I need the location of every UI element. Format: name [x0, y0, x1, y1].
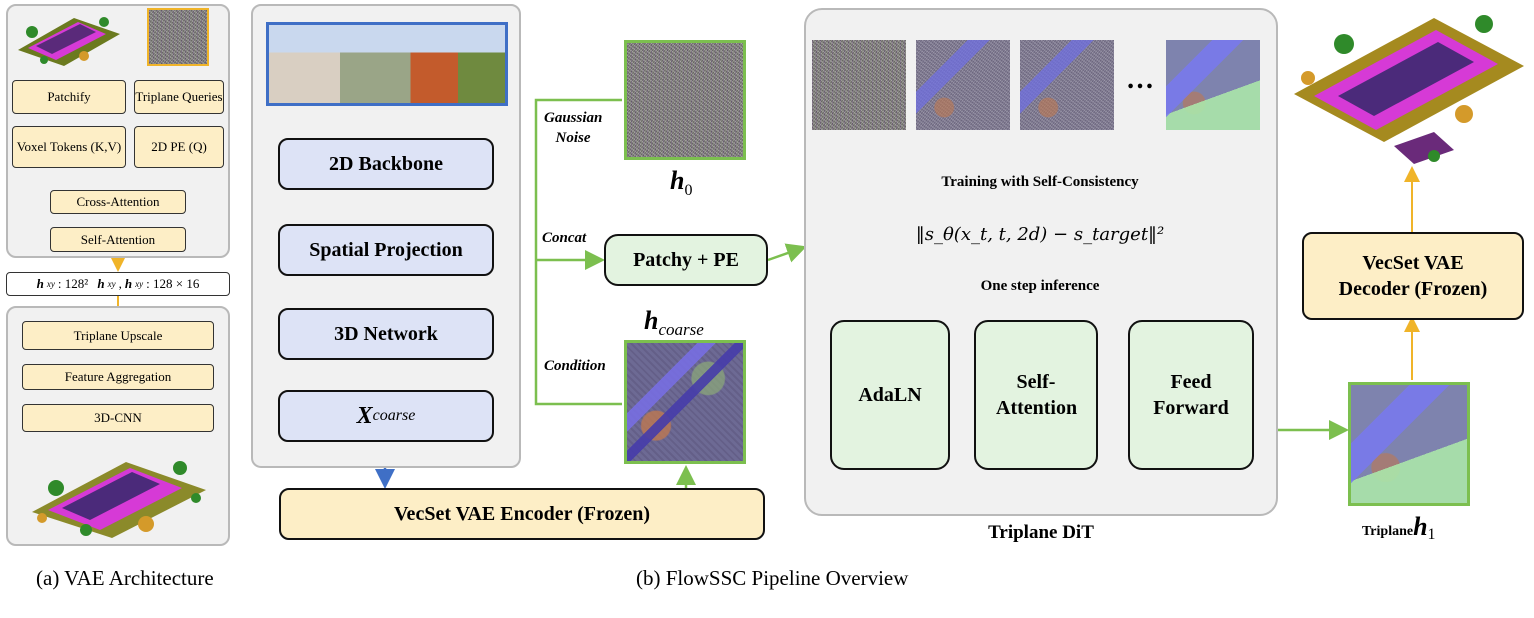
h-coarse-image [624, 340, 746, 464]
latent-dim-1: : 128² [57, 276, 89, 291]
pe2d-block: 2D PE (Q) [134, 126, 224, 168]
patchy-pe-block: Patchy + PE [604, 234, 768, 286]
triplane-h1-image [1348, 382, 1470, 506]
loss-formula: ‖s_θ(x_t, t, 2d) − s_target‖² [915, 224, 1165, 245]
dit-self-attention-block: Self-Attention [974, 320, 1098, 470]
self-attention-label: Self-Attention [80, 231, 156, 247]
voxel-tokens-block: Voxel Tokens (K,V) [12, 126, 126, 168]
backbone-2d-label: 2D Backbone [329, 152, 443, 175]
dit-step-final-image [1166, 40, 1260, 130]
triplane-upscale-block: Triplane Upscale [22, 321, 214, 350]
h0-sub: 0 [684, 182, 693, 200]
spatial-projection-label: Spatial Projection [309, 238, 463, 261]
feed-forward-block: Feed Forward [1128, 320, 1254, 470]
x-coarse-sub: coarse [372, 407, 416, 424]
cross-attention-label: Cross-Attention [76, 194, 160, 209]
latent-sub-3: xy [135, 279, 144, 289]
patchify-block: Patchify [12, 80, 126, 114]
cnn3d-block: 3D-CNN [22, 404, 214, 432]
output-voxel-scene-image [32, 461, 206, 538]
h-coarse-sub: coarse [658, 320, 704, 340]
triplane-queries-block: Triplane Queries [134, 80, 224, 114]
ellipsis-label: … [1126, 64, 1154, 95]
vae-encoder-label: VecSet VAE Encoder (Frozen) [393, 503, 651, 525]
dit-step-2-image [1020, 40, 1114, 130]
triplane-queries-label: Triplane Queries [135, 89, 223, 104]
feed-forward-label: Feed Forward [1153, 371, 1229, 419]
latent-h-1: h [36, 276, 44, 291]
patchy-pe-label: Patchy + PE [633, 249, 739, 271]
adaln-block: AdaLN [830, 320, 950, 470]
dit-step-0-image [812, 40, 906, 130]
network-3d-block: 3D Network [278, 308, 494, 360]
network-3d-label: 3D Network [334, 322, 438, 345]
self-attention-block: Self-Attention [50, 227, 186, 252]
h-coarse-main: h [644, 306, 659, 335]
h1-sub: 1 [1427, 526, 1436, 544]
dit-step-1-image [916, 40, 1010, 130]
patchify-label: Patchify [47, 89, 91, 104]
concat-label: Concat [542, 230, 587, 246]
h0-main: h [670, 166, 685, 195]
gaussian-noise-image [624, 40, 746, 160]
latent-dim-2: : 128 × 16 [146, 276, 200, 291]
cnn3d-label: 3D-CNN [94, 410, 142, 425]
training-label: Training with Self-Consistency [941, 174, 1139, 190]
adaln-label: AdaLN [858, 384, 922, 406]
backbone-2d-block: 2D Backbone [278, 138, 494, 190]
inference-label: One step inference [980, 278, 1100, 294]
condition-label: Condition [544, 358, 606, 374]
triplane-query-noise-image [147, 8, 209, 66]
input-rgb-image [266, 22, 508, 106]
h0-label: h0 [670, 166, 692, 200]
dit-self-attention-label: Self-Attention [996, 371, 1078, 419]
spatial-projection-block: Spatial Projection [278, 224, 494, 276]
x-coarse-main: X [356, 402, 373, 429]
latent-h-3: h [124, 276, 133, 291]
voxel-tokens-label: Voxel Tokens (K,V) [16, 139, 122, 154]
caption-b: (b) FlowSSC Pipeline Overview [636, 566, 909, 590]
latent-h-2: h [97, 276, 105, 291]
latent-sub-1: xy [46, 279, 55, 289]
feature-aggregation-label: Feature Aggregation [64, 369, 172, 384]
feature-aggregation-block: Feature Aggregation [22, 364, 214, 390]
pe2d-label: 2D PE (Q) [151, 139, 207, 154]
triplane-label: Triplane [1362, 524, 1414, 539]
dit-title: Triplane DiT [988, 522, 1094, 543]
vae-encoder-block: VecSet VAE Encoder (Frozen) [279, 488, 765, 540]
cross-attention-block: Cross-Attention [50, 190, 186, 214]
triplane-upscale-label: Triplane Upscale [73, 327, 163, 343]
input-voxel-scene-image [18, 17, 120, 66]
gaussian-noise-label: Gaussian Noise [544, 110, 603, 146]
output-voxel-scene-image-large [1294, 15, 1524, 164]
vae-decoder-block: VecSet VAE Decoder (Frozen) [1302, 232, 1524, 320]
latent-sub-2: xy [107, 279, 116, 289]
vae-decoder-label: VecSet VAE Decoder (Frozen) [1338, 252, 1488, 300]
h1-main: h [1413, 512, 1428, 541]
caption-a: (a) VAE Architecture [36, 566, 214, 590]
triplane-h1-label: Triplaneh1 [1362, 512, 1436, 544]
h-coarse-label: hcoarse [644, 306, 704, 340]
